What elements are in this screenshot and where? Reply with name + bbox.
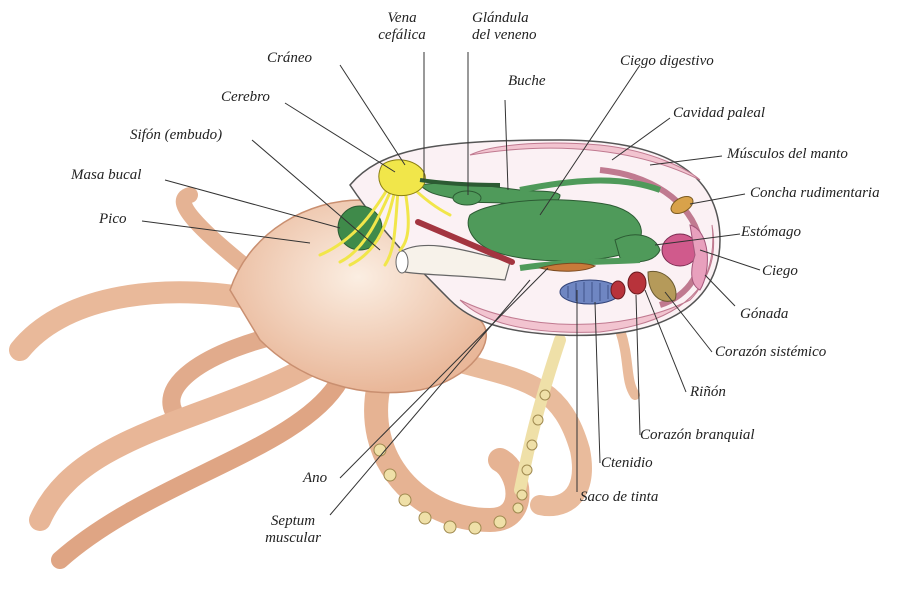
label-buche: Buche [508,73,545,90]
arm-right-tip [620,330,635,395]
brain [379,160,425,196]
label-ano: Ano [303,470,327,487]
label-cerebro: Cerebro [221,89,270,106]
kidney [628,272,646,294]
label-corazon-branquial: Corazón branquial [640,427,755,444]
label-gonada: Gónada [740,306,788,323]
arm-bottom-center [376,380,517,520]
label-corazon-sistemico: Corazón sistémico [715,344,826,361]
label-sifon: Sifón (embudo) [130,127,222,144]
arm-top-left [184,195,250,270]
label-pico: Pico [99,211,127,228]
label-ciego-digestivo: Ciego digestivo [620,53,714,70]
label-estomago: Estómago [741,224,801,241]
label-glandula-veneno: Glándula del veneno [472,10,537,44]
label-vena-cefalica: Vena cefálica [377,10,427,44]
label-masa-bucal: Masa bucal [71,167,141,184]
label-ciego: Ciego [762,263,798,280]
label-cavidad-paleal: Cavidad paleal [673,105,765,122]
label-musculos-manto: Músculos del manto [727,146,848,163]
label-concha: Concha rudimentaria [750,185,880,202]
label-rinon: Riñón [690,384,726,401]
label-craneo: Cráneo [267,50,312,67]
branchial-heart [611,281,625,299]
arm-left-curl [20,292,260,350]
label-septum-muscular: Septum muscular [258,513,328,547]
label-saco-tinta: Saco de tinta [580,489,658,506]
poison-gland [453,191,481,205]
label-ctenidio: Ctenidio [601,455,653,472]
